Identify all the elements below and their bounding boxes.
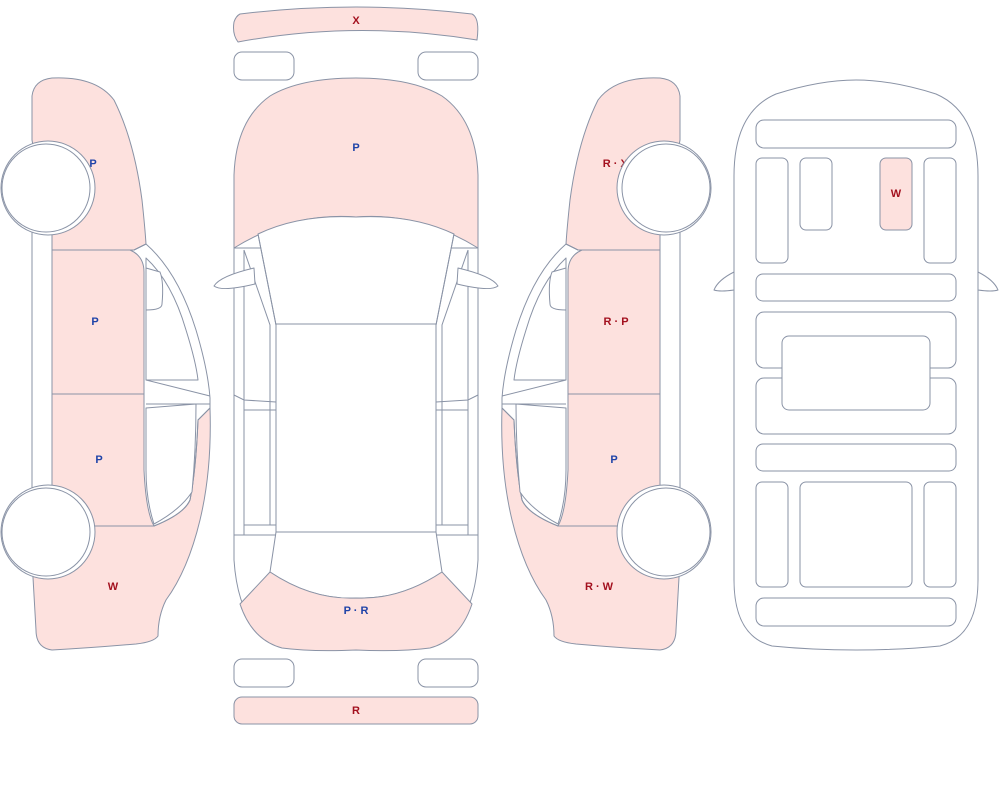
dashboard[interactable] <box>755 119 957 149</box>
left-b-pillar-top <box>233 394 277 411</box>
rear-bar[interactable] <box>233 696 479 725</box>
rear-right-door-panel[interactable] <box>923 481 957 588</box>
right-mirror-top[interactable] <box>456 267 499 290</box>
front-left-door-panel[interactable] <box>755 157 789 264</box>
rear-bumper[interactable] <box>239 571 473 652</box>
left-b-pillar <box>145 379 211 405</box>
right-front-door[interactable] <box>567 249 661 395</box>
hood-mark: P <box>352 142 359 154</box>
left-mirror-side[interactable] <box>145 267 164 311</box>
trunk-panel[interactable] <box>755 597 957 627</box>
right-rear-window[interactable] <box>515 403 567 525</box>
front-right-door-panel[interactable] <box>923 157 957 264</box>
right-window-frame <box>501 243 579 527</box>
right-b-pillar <box>501 379 567 405</box>
front-right-seat-mark: W <box>891 188 902 200</box>
left-front-door[interactable] <box>51 249 145 395</box>
left-rocker <box>31 231 53 495</box>
left-taillight[interactable] <box>233 658 295 688</box>
interior-left-mirror[interactable] <box>713 271 735 292</box>
front-left-seat[interactable] <box>799 157 833 231</box>
rear-left-door-panel[interactable] <box>755 481 789 588</box>
right-rear-quarter-mark: R · W <box>585 581 614 593</box>
left-front-wheel[interactable] <box>1 143 91 233</box>
rear-console[interactable] <box>755 443 957 472</box>
right-rocker <box>659 231 681 495</box>
right-mirror-side[interactable] <box>548 267 567 311</box>
left-side-line <box>234 250 276 536</box>
right-rear-wheel[interactable] <box>621 487 711 577</box>
windshield[interactable] <box>257 216 455 326</box>
left-headlight[interactable] <box>233 51 295 81</box>
rear-bar-mark: R <box>352 705 360 717</box>
right-headlight[interactable] <box>417 51 479 81</box>
rear-bumper-mark: P · R <box>344 605 369 617</box>
interior-view: W <box>713 79 999 651</box>
left-window-frame <box>133 243 211 527</box>
top-view: X P P · R R <box>213 6 499 725</box>
front-bumper[interactable] <box>233 6 479 43</box>
right-b-pillar-top <box>435 394 479 411</box>
right-taillight[interactable] <box>417 658 479 688</box>
front-console[interactable] <box>755 273 957 302</box>
left-rear-wheel[interactable] <box>1 487 91 577</box>
right-side-view: R · XX R · P P R · W <box>501 77 712 651</box>
left-rear-door-mark: P <box>95 454 102 466</box>
left-mirror-top[interactable] <box>213 267 256 290</box>
front-bumper-mark: X <box>352 15 360 27</box>
left-side-view: P P P W <box>0 77 211 651</box>
front-right-seat[interactable] <box>879 157 913 231</box>
left-front-door-mark: P <box>91 316 98 328</box>
right-side-line <box>436 250 478 536</box>
left-rear-quarter-mark: W <box>108 581 119 593</box>
interior-right-mirror[interactable] <box>977 271 999 292</box>
roof[interactable] <box>275 323 437 533</box>
right-rear-door-mark: P <box>610 454 617 466</box>
center-console[interactable] <box>781 335 931 411</box>
right-front-wheel[interactable] <box>621 143 711 233</box>
rear-bench[interactable] <box>799 481 913 588</box>
left-rear-window[interactable] <box>145 403 197 525</box>
left-front-fender-mark: P <box>89 158 96 170</box>
right-front-door-mark: R · P <box>603 316 628 328</box>
